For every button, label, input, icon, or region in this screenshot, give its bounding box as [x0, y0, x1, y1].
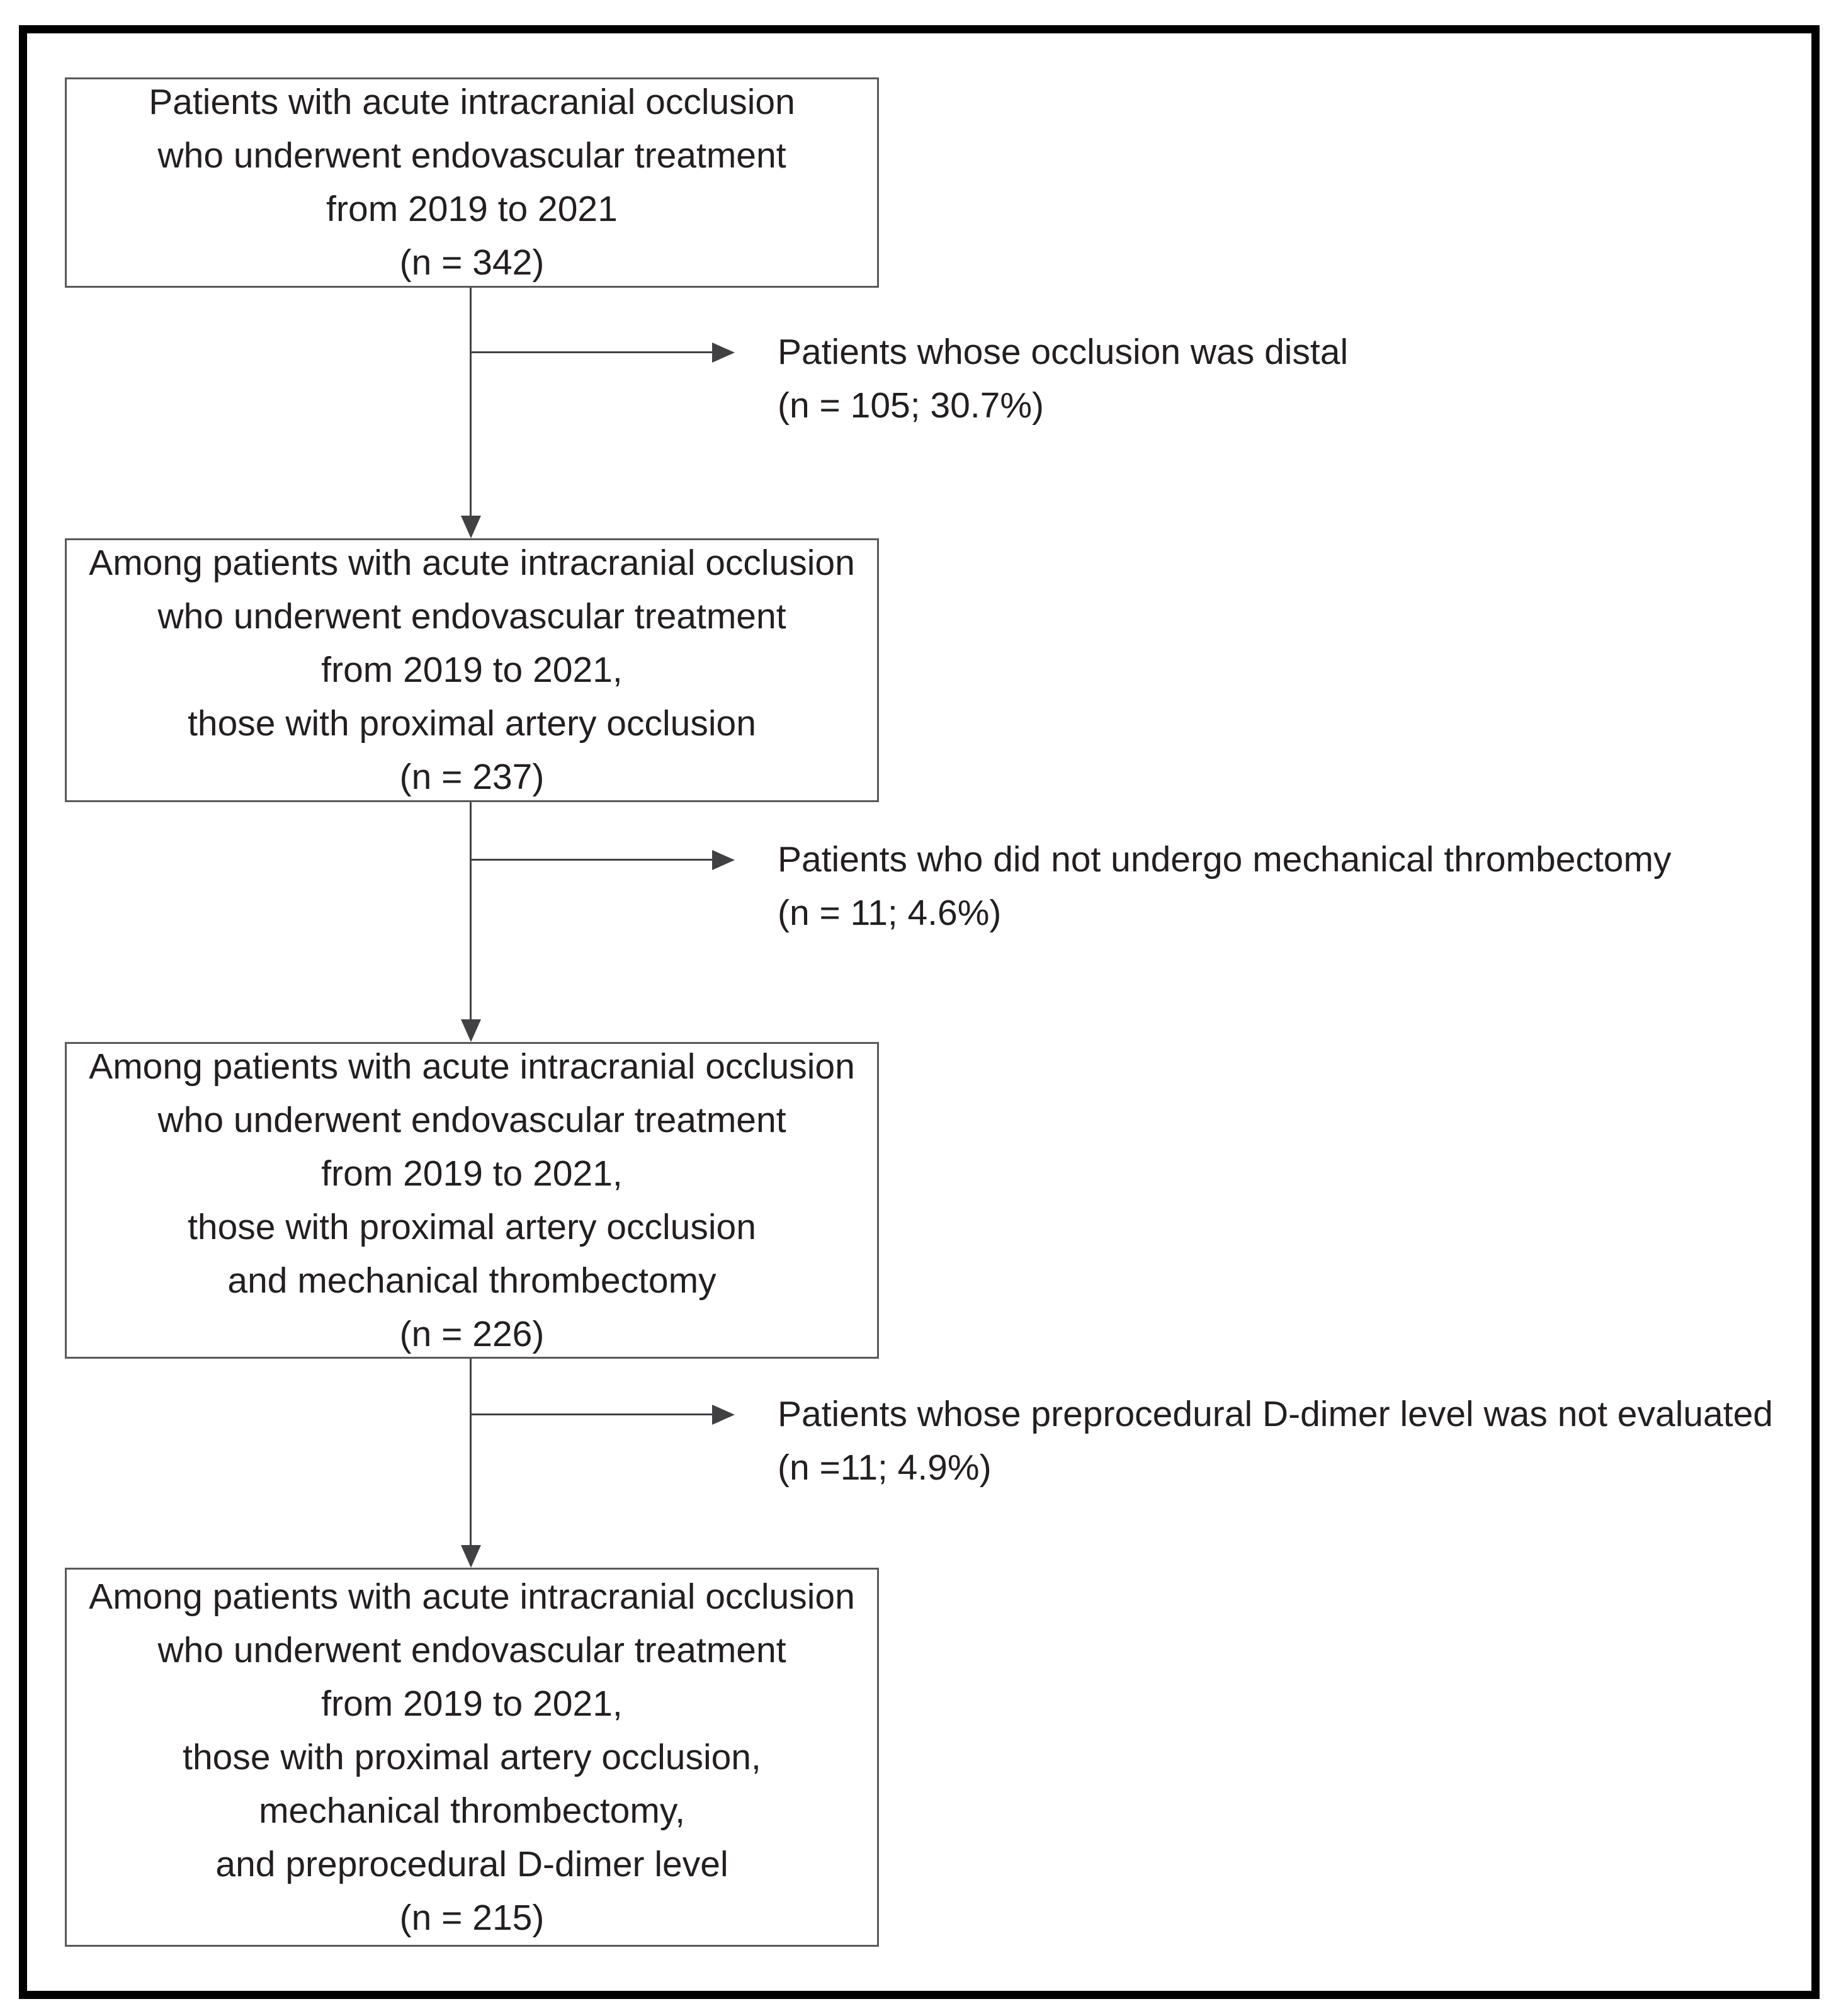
box-text-line: those with proximal artery occlusion [188, 703, 756, 744]
arrow-right-icon-3 [712, 1405, 735, 1425]
arrow-right-icon-1 [712, 343, 735, 363]
box-text-line: who underwent endovascular treatment [157, 596, 786, 637]
arrow-down-icon-2 [461, 1019, 481, 1042]
exclusion-text-line: Patients who did not undergo mechanical … [778, 839, 1672, 880]
box-count-line: (n = 342) [399, 242, 545, 283]
box-text-line: who underwent endovascular treatment [157, 1629, 786, 1670]
exclusion-note-no-ddimer: Patients whose preprocedural D-dimer lev… [778, 1388, 1773, 1495]
box-text-line: who underwent endovascular treatment [157, 135, 786, 176]
box-text-line: from 2019 to 2021, [321, 650, 623, 690]
figure-border-frame [19, 25, 1820, 1999]
box-text-line: Patients with acute intracranial occlusi… [149, 82, 795, 122]
box-text-line: Among patients with acute intracranial o… [89, 1046, 855, 1087]
box-text-line: and preprocedural D-dimer level [215, 1843, 728, 1884]
box-text-line: Among patients with acute intracranial o… [89, 1576, 855, 1617]
box-text-line: Among patients with acute intracranial o… [89, 543, 855, 583]
flow-box-proximal-occlusion: Among patients with acute intracranial o… [65, 538, 879, 802]
exclusion-count-line: (n = 11; 4.6%) [778, 893, 1002, 933]
box-text-line: mechanical thrombectomy, [259, 1790, 685, 1831]
box-text-line: from 2019 to 2021, [321, 1683, 623, 1724]
exclusion-count-line: (n =11; 4.9%) [778, 1447, 992, 1488]
exclusion-text-line: Patients whose occlusion was distal [778, 332, 1349, 372]
flow-box-mechanical-thrombectomy: Among patients with acute intracranial o… [65, 1042, 879, 1359]
connector-line-2 [470, 802, 472, 1021]
box-count-line: (n = 226) [399, 1313, 545, 1354]
box-count-line: (n = 237) [399, 757, 545, 797]
arrow-right-icon-2 [712, 850, 735, 870]
branch-line-2 [470, 859, 712, 861]
connector-line-1 [470, 288, 472, 517]
branch-line-1 [470, 351, 712, 353]
exclusion-text-line: Patients whose preprocedural D-dimer lev… [778, 1394, 1773, 1434]
box-text-line: who underwent endovascular treatment [157, 1099, 786, 1140]
exclusion-note-no-thrombectomy: Patients who did not undergo mechanical … [778, 833, 1671, 940]
branch-line-3 [470, 1413, 712, 1415]
arrow-down-icon-1 [461, 516, 481, 538]
exclusion-count-line: (n = 105; 30.7%) [778, 385, 1045, 426]
box-text-line: from 2019 to 2021 [326, 189, 618, 229]
box-text-line: and mechanical thrombectomy [227, 1260, 717, 1301]
box-text-line: those with proximal artery occlusion [188, 1206, 756, 1247]
exclusion-note-distal-occlusion: Patients whose occlusion was distal (n =… [778, 326, 1348, 433]
box-count-line: (n = 215) [399, 1897, 545, 1938]
flow-box-total-cohort: Patients with acute intracranial occlusi… [65, 77, 879, 288]
arrow-down-icon-3 [461, 1545, 481, 1568]
flow-box-final-cohort: Among patients with acute intracranial o… [65, 1568, 879, 1947]
box-text-line: those with proximal artery occlusion, [183, 1736, 761, 1777]
connector-line-3 [470, 1359, 472, 1546]
box-text-line: from 2019 to 2021, [321, 1153, 623, 1194]
